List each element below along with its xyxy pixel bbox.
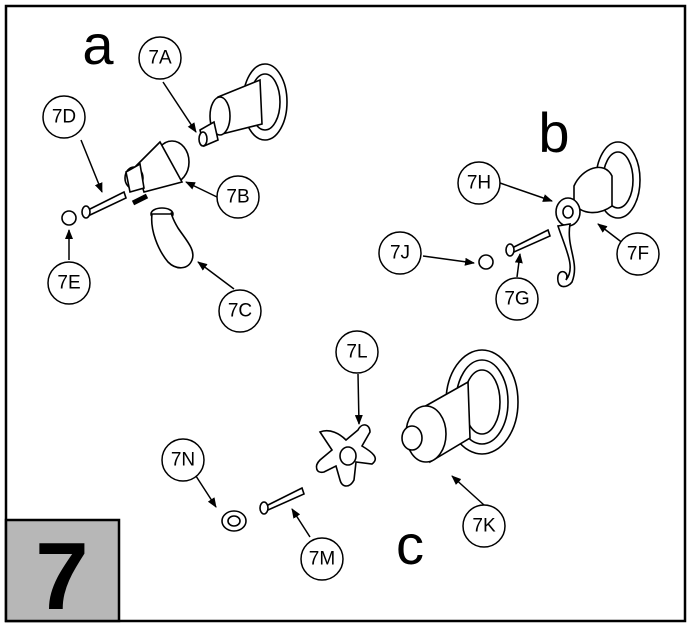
callout-7g bbox=[495, 277, 539, 321]
callout-7k bbox=[462, 504, 506, 548]
callout-circles bbox=[42, 36, 660, 581]
callout-7a bbox=[138, 36, 182, 80]
callout-label-7l: 7L bbox=[346, 342, 367, 363]
part-7b-cap bbox=[124, 140, 190, 194]
callout-label-7k: 7K bbox=[472, 516, 496, 537]
callout-label-7a: 7A bbox=[148, 48, 172, 69]
section-label-a: a bbox=[82, 13, 114, 76]
part-7k-valve-body bbox=[401, 349, 519, 464]
callout-label-7d: 7D bbox=[52, 107, 76, 128]
step-number: 7 bbox=[35, 523, 88, 627]
callout-leaders bbox=[65, 81, 625, 538]
callout-7l bbox=[335, 330, 379, 374]
callout-7d bbox=[42, 95, 86, 139]
callout-label-7h: 7H bbox=[467, 173, 491, 194]
part-7m-screw bbox=[259, 486, 305, 515]
section-b-parts bbox=[478, 141, 641, 288]
part-7j-button bbox=[478, 254, 494, 270]
callout-label-7b: 7B bbox=[226, 187, 249, 208]
part-7a-cartridge bbox=[198, 63, 288, 148]
step-number-box bbox=[4, 518, 121, 623]
callout-label-7c: 7C bbox=[228, 301, 252, 322]
part-7l-hub bbox=[339, 446, 357, 466]
callout-7j bbox=[378, 231, 422, 275]
section-label-c: c bbox=[396, 513, 424, 576]
callout-label-7n: 7N bbox=[171, 450, 195, 471]
callout-label-7g: 7G bbox=[504, 289, 529, 310]
part-7g-screw bbox=[505, 228, 551, 257]
figure-frame bbox=[4, 4, 687, 623]
callout-label-7e: 7E bbox=[57, 273, 80, 294]
part-7d-screw bbox=[81, 190, 127, 219]
section-c-parts bbox=[221, 349, 519, 532]
callout-7n bbox=[161, 438, 205, 482]
section-label-b: b bbox=[538, 101, 569, 164]
section-a-parts bbox=[61, 63, 288, 269]
callout-label-7f: 7F bbox=[627, 244, 649, 265]
part-7e-button bbox=[61, 210, 77, 226]
callout-7b bbox=[216, 175, 260, 219]
part-7b-seal bbox=[131, 193, 149, 206]
callout-label-7m: 7M bbox=[309, 549, 335, 570]
part-7f-lever-assembly bbox=[555, 141, 641, 288]
callout-7f bbox=[616, 232, 660, 276]
callout-7c bbox=[218, 289, 262, 333]
callout-7e bbox=[47, 261, 91, 305]
callout-7h bbox=[457, 161, 501, 205]
callout-labels: 7A 7B 7C 7D 7E 7F 7G 7H 7J 7K 7L 7M 7N bbox=[52, 48, 649, 570]
callout-7m bbox=[300, 537, 344, 581]
callout-label-7j: 7J bbox=[390, 243, 410, 264]
part-7c-lever-handle bbox=[150, 207, 194, 269]
